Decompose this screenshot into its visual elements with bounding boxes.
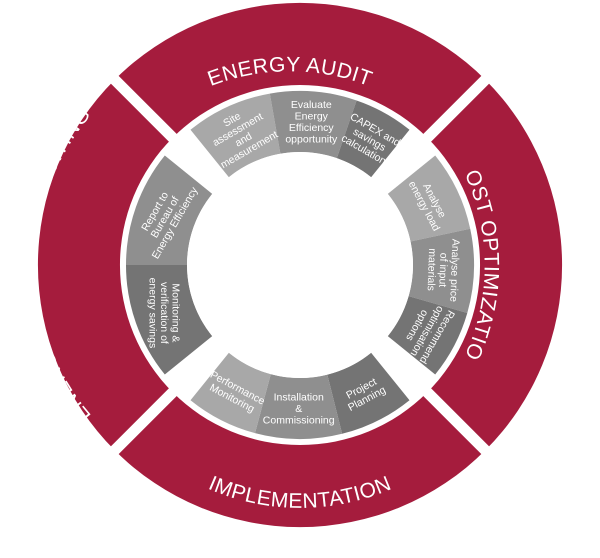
ring-band-energy-audit	[114, 2, 486, 138]
step-label-line: Installation	[274, 392, 324, 404]
ring-band-implementation	[114, 392, 486, 528]
step-label-line: Commissioning	[263, 415, 335, 427]
step-label-line: opportunity	[285, 134, 338, 146]
step-segment-cost-optimization	[408, 228, 475, 313]
step-segment-energy-savings-reporting	[126, 265, 213, 375]
step-label: Installation&Commissioning	[263, 392, 335, 427]
step-label-line: energy savings	[147, 278, 159, 349]
step-segment-energy-audit	[269, 90, 357, 159]
ring-divider	[372, 337, 494, 459]
step-label-line: Energy	[295, 111, 329, 123]
step-segment-implementation	[190, 352, 271, 434]
ring-divider	[106, 71, 228, 193]
ring-band-cost-optimization	[427, 79, 563, 451]
ring-divider	[106, 337, 228, 459]
step-label: Report toBureau ofEnergy Efficiency	[130, 173, 201, 261]
step-label: Monitoring &verification ofenergy saving…	[147, 278, 182, 349]
step-label: Analyse priceof inputmaterials	[424, 238, 461, 302]
step-segment-energy-audit	[336, 100, 410, 178]
step-segment-implementation	[327, 352, 410, 434]
ring-divider	[372, 71, 494, 193]
step-segment-cost-optimization	[387, 296, 468, 375]
step-label-line: &	[295, 403, 302, 415]
ring-band-energy-savings-reporting	[37, 79, 173, 451]
step-segment-energy-audit	[190, 93, 281, 178]
step-segment-cost-optimization	[387, 155, 471, 242]
outer-ring	[37, 2, 563, 528]
step-segment-energy-savings-reporting	[126, 155, 213, 265]
step-label-line: verification of	[158, 282, 170, 344]
step-label-line: of input	[436, 253, 449, 288]
center-circle	[187, 152, 413, 378]
step-segment-implementation	[255, 374, 343, 439]
step-label-line: Monitoring &	[170, 283, 182, 342]
step-label-line: Evaluate	[291, 99, 332, 111]
inner-segments	[126, 90, 475, 439]
step-label-line: materials	[425, 248, 438, 291]
step-label-line: Efficiency	[289, 122, 334, 134]
step-label-line: Analyse price	[447, 239, 461, 303]
